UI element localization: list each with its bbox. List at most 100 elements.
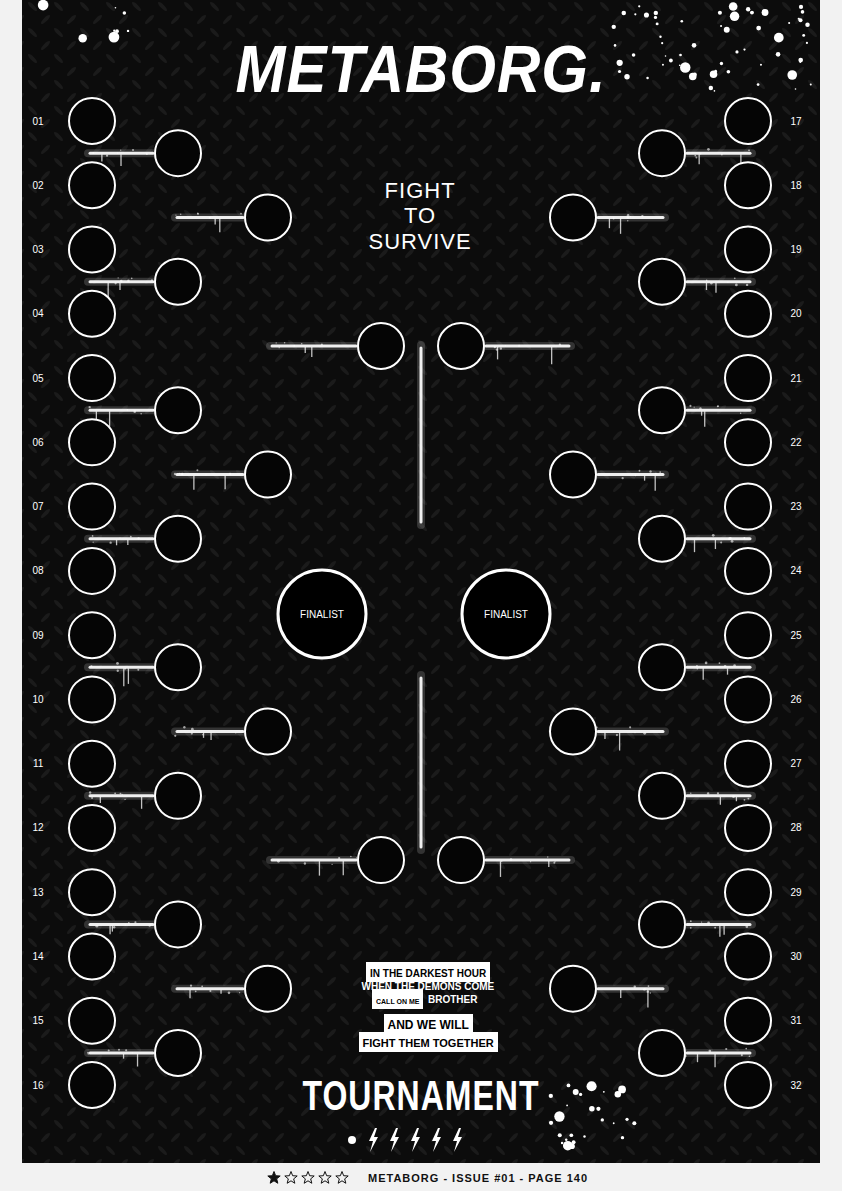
paint-dot xyxy=(774,33,784,43)
spray-speck xyxy=(179,473,181,475)
paint-drip xyxy=(100,797,101,803)
spray-speck xyxy=(741,1054,743,1056)
spray-speck xyxy=(118,277,119,278)
spray-haze xyxy=(596,213,665,221)
bracket-slot xyxy=(358,323,404,369)
lightning-bolt xyxy=(390,1128,399,1152)
paint-dot xyxy=(679,54,682,57)
spray-speck xyxy=(276,342,277,343)
spray-speck xyxy=(690,793,691,794)
paint-dot xyxy=(795,88,797,90)
bracket-slot xyxy=(639,644,685,690)
paint-drip xyxy=(311,347,312,357)
spray-speck xyxy=(706,280,708,282)
finalist-circle: FINALIST xyxy=(460,568,552,660)
seed-number: 30 xyxy=(791,951,802,962)
spray-speck xyxy=(151,279,153,281)
spray-line xyxy=(484,856,571,877)
bracket-slot xyxy=(550,966,596,1012)
paint-drip xyxy=(703,668,704,679)
bracket-slot xyxy=(69,291,115,337)
spray-haze xyxy=(270,342,358,350)
spray-haze xyxy=(685,278,752,286)
paint-drip xyxy=(319,861,320,876)
paint-dot xyxy=(798,58,803,63)
spray-speck xyxy=(120,150,121,151)
spray-haze xyxy=(175,985,245,993)
bracket-slot xyxy=(155,1030,201,1076)
bracket-slot xyxy=(639,773,685,819)
paint-dot xyxy=(618,70,621,73)
bracket-slot xyxy=(725,741,771,787)
spray-speck xyxy=(174,473,176,475)
spray-speck xyxy=(501,860,502,861)
spray-core xyxy=(90,1051,153,1054)
spray-speck xyxy=(705,662,708,665)
spray-core xyxy=(90,923,153,926)
spray-haze xyxy=(88,792,155,800)
paint-dot xyxy=(799,18,803,22)
spray-speck xyxy=(95,925,98,928)
spray-speck xyxy=(745,925,748,928)
bracket-slot xyxy=(245,966,291,1012)
bracket-lines xyxy=(87,148,752,1067)
bracket-slot xyxy=(725,612,771,658)
bracket-slot xyxy=(725,676,771,722)
bullet-dot xyxy=(348,1136,356,1144)
finalist-outline xyxy=(462,570,550,658)
paint-dot xyxy=(589,1106,595,1112)
seed-number: 20 xyxy=(791,308,802,319)
spray-haze xyxy=(685,1049,752,1057)
bracket-slot xyxy=(550,194,596,240)
paint-drip xyxy=(109,925,110,934)
spray-speck xyxy=(743,537,745,539)
spray-core xyxy=(90,666,153,669)
spray-speck xyxy=(626,216,629,219)
paint-dot xyxy=(689,73,697,81)
spray-haze xyxy=(88,535,155,543)
spray-speck xyxy=(125,1049,127,1051)
spray-speck xyxy=(338,857,340,859)
spray-speck xyxy=(356,857,357,858)
seed-number: 01 xyxy=(33,116,44,127)
spray-haze xyxy=(685,406,752,414)
seed-number: 10 xyxy=(33,694,44,705)
spray-speck xyxy=(92,152,94,154)
star-filled xyxy=(268,1172,280,1184)
spray-speck xyxy=(119,537,120,538)
node-text: AND WE WILL xyxy=(388,1018,469,1032)
spray-speck xyxy=(137,537,139,539)
spray-speck xyxy=(174,735,176,737)
spray-core xyxy=(90,280,153,283)
paint-dot xyxy=(799,5,803,9)
bracket-slot xyxy=(438,837,484,883)
lightning-bolt xyxy=(432,1128,441,1152)
paint-dot xyxy=(569,1133,573,1137)
seed-number: 16 xyxy=(33,1080,44,1091)
seed-number: 04 xyxy=(33,308,44,319)
spray-haze xyxy=(270,856,358,864)
spray-speck xyxy=(120,793,122,795)
paint-dot xyxy=(806,42,808,44)
spray-speck xyxy=(181,473,183,475)
bracket-slot xyxy=(725,869,771,915)
paint-dot xyxy=(720,25,722,27)
spray-speck xyxy=(190,985,192,987)
spray-haze xyxy=(417,675,425,850)
rating-stars xyxy=(268,1172,348,1184)
quote-line: BROTHER xyxy=(428,994,477,1005)
spray-speck xyxy=(734,278,736,280)
bracket-slot xyxy=(155,773,201,819)
spray-speck xyxy=(695,157,697,159)
paint-dot xyxy=(729,2,738,11)
paint-drip xyxy=(644,475,645,480)
paint-drip xyxy=(704,411,705,427)
seed-number: 28 xyxy=(791,822,802,833)
paint-dot xyxy=(787,70,797,80)
spray-speck xyxy=(641,215,643,217)
spray-speck xyxy=(629,216,631,218)
spray-speck xyxy=(694,407,695,408)
spray-speck xyxy=(690,927,692,929)
spray-speck xyxy=(621,477,623,479)
spray-speck xyxy=(127,409,128,410)
